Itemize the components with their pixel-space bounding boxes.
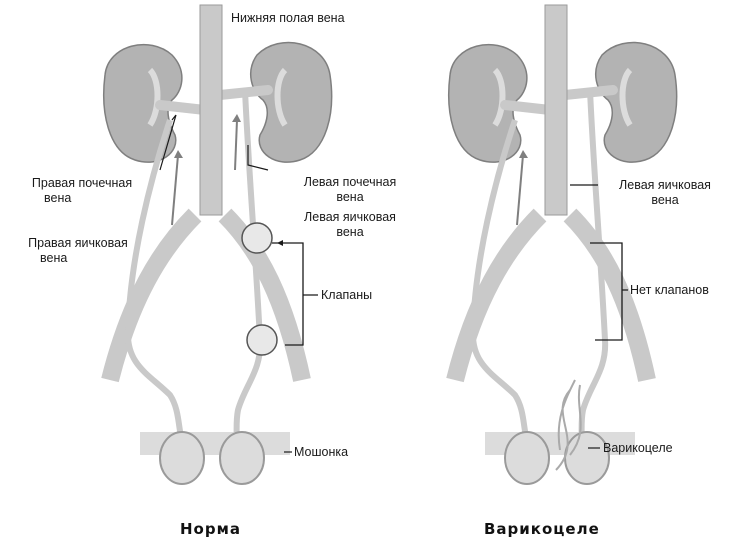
no-valves-label: Нет клапанов [630, 283, 709, 298]
var-left-testicular-line-1: Левая яичковая [600, 178, 730, 193]
varicocele-figure [449, 5, 677, 484]
left-renal-line-1: Левая почечная [285, 175, 415, 190]
normal-caption: Норма [180, 520, 241, 538]
scrotum-label: Мошонка [294, 445, 348, 460]
valves-label: Клапаны [321, 288, 372, 303]
right-renal-line-1: Правая почечная [12, 176, 152, 191]
left-renal-vein-label: Левая почечная вена [285, 175, 415, 205]
left-testicular-line-2: вена [285, 225, 415, 240]
right-testicular-vein-label: Правая яичковая вена [8, 236, 148, 266]
right-testicular-line-2: вена [8, 251, 148, 266]
right-testicular-line-1: Правая яичковая [8, 236, 148, 251]
right-renal-vein-label: Правая почечная вена [12, 176, 152, 206]
left-renal-line-2: вена [285, 190, 415, 205]
left-testicular-vein-label: Левая яичковая вена [285, 210, 415, 240]
varicocele-left-testicular-label: Левая яичковая вена [600, 178, 730, 208]
varicocele-caption: Варикоцеле [484, 520, 600, 538]
varicocele-label: Варикоцеле [603, 441, 673, 456]
left-testicular-line-1: Левая яичковая [285, 210, 415, 225]
var-left-testicular-line-2: вена [600, 193, 730, 208]
ivc-label: Нижняя полая вена [231, 11, 345, 26]
right-renal-line-2: вена [12, 191, 152, 206]
